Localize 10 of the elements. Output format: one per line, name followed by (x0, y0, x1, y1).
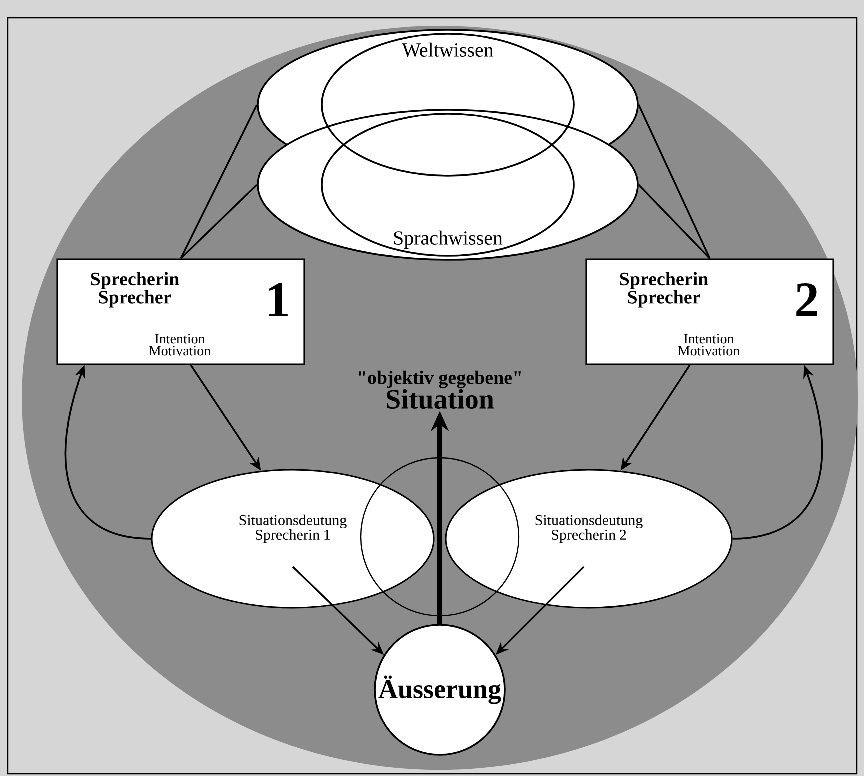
connector-line (638, 104, 711, 260)
connector-line (638, 184, 711, 260)
situation-label: "objektiv gegebene" Situation (359, 370, 522, 410)
connector-line (180, 184, 258, 260)
speaker-box: Sprecherin Sprecher 2 Intention Motivation (586, 258, 834, 366)
node-label: Sprachwissen (394, 230, 503, 250)
knowledge-ring: Sprachwissen (257, 109, 639, 261)
knowledge-ring: Weltwissen (257, 29, 639, 181)
connector-line (180, 104, 258, 260)
speaker-box: Sprecherin Sprecher 1 Intention Motivation (56, 258, 306, 366)
